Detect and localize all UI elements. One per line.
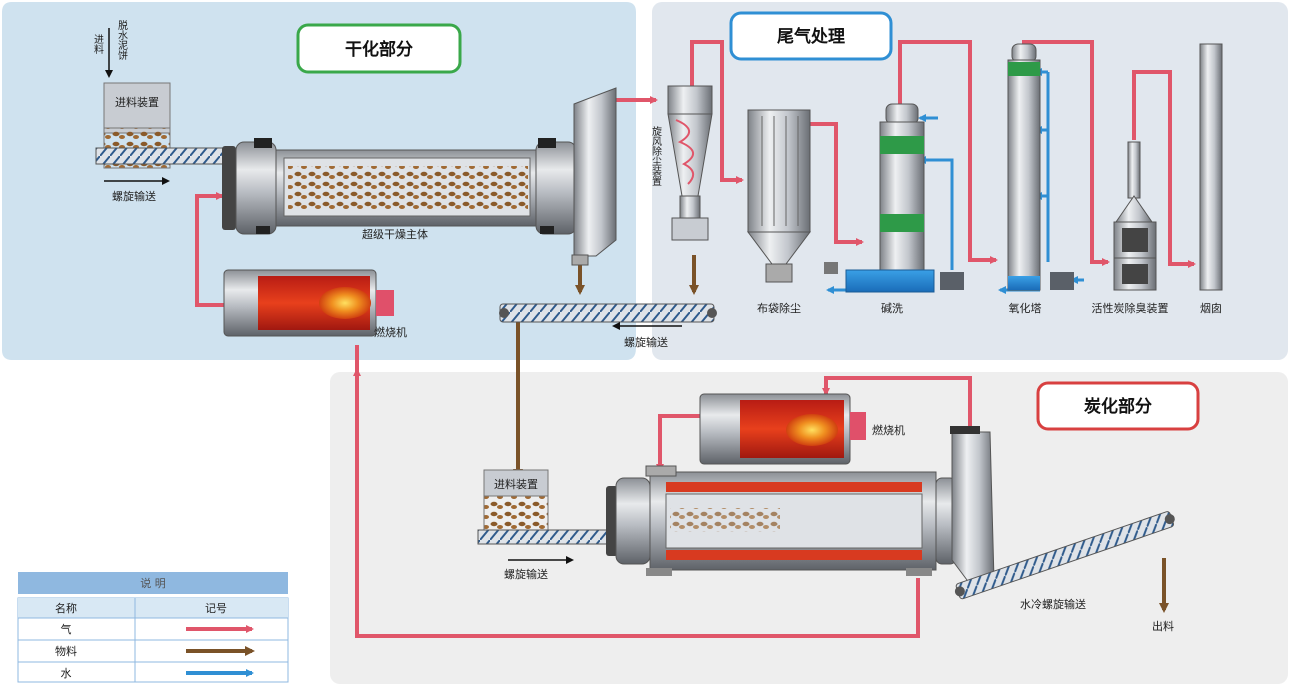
feed-in-label: 进料 xyxy=(92,34,104,55)
burner-top-nozzle xyxy=(376,290,394,316)
alkali-tower-cap xyxy=(885,103,919,125)
cooling-screw-label: 水冷螺旋输送 xyxy=(1020,597,1086,611)
carbonizer-end-left xyxy=(615,477,651,565)
gas-lines xyxy=(195,40,1196,638)
dryer-band-right xyxy=(538,138,556,148)
feeder-top-device xyxy=(103,82,171,134)
oxidation-label: 氧化塔 xyxy=(1009,301,1042,315)
burner-bottom-label: 燃烧机 xyxy=(872,423,905,437)
screw-mid-end-left xyxy=(499,308,509,318)
legend-title: 说 明 xyxy=(140,576,166,590)
dryer-label: 超级干燥主体 xyxy=(362,227,428,241)
screw-mid-conveyor xyxy=(499,303,715,323)
carbon-stack xyxy=(1127,141,1141,199)
screw-bottom-conveyor xyxy=(477,529,609,545)
burner-bottom-flame xyxy=(786,414,838,446)
chimney-body xyxy=(1199,43,1223,291)
screw-top-label: 螺旋输送 xyxy=(112,189,156,203)
legend-col-symbol: 记号 xyxy=(205,602,227,615)
carbonizer-stack-flange xyxy=(950,426,980,434)
carbon-label: 活性炭除臭装置 xyxy=(1092,301,1169,315)
dryer-end-left xyxy=(235,141,277,235)
carbonizer-inlet-stub xyxy=(645,465,677,477)
alkali-label: 碱洗 xyxy=(881,302,903,315)
alkali-packing-bottom xyxy=(880,214,924,232)
oxidation-pump xyxy=(1050,272,1074,290)
dryer-mud xyxy=(288,166,528,210)
alkali-pump xyxy=(940,272,964,290)
legend-col-name: 名称 xyxy=(55,601,77,615)
discharge-label: 出料 xyxy=(1152,619,1174,633)
baghouse-bags xyxy=(761,116,799,226)
oxidation-water xyxy=(1008,276,1040,290)
dryer-end-right xyxy=(535,141,577,235)
screw-top-conveyor xyxy=(95,147,233,165)
burner-bottom-nozzle xyxy=(850,412,866,440)
oxidation-packing xyxy=(1008,62,1040,76)
oxidation-tower-cap xyxy=(1011,43,1037,63)
dryer-discharge-chute xyxy=(571,254,589,266)
carbonizer-foot-left xyxy=(646,568,672,576)
cyclone-swirl xyxy=(675,119,695,185)
screw-mid-label: 螺旋输送 xyxy=(624,335,668,349)
burner-top-flame xyxy=(319,287,371,319)
exhaust-title: 尾气处理 xyxy=(777,26,845,47)
baghouse-label: 布袋除尘 xyxy=(757,301,801,315)
legend-row-name: 物料 xyxy=(55,644,77,658)
feeder-top-label: 进料装置 xyxy=(115,95,159,109)
feeder-bottom-hopper xyxy=(483,495,549,531)
legend: 说 明 名称 记号 气 物料 水 xyxy=(17,572,289,683)
carbonization-title-box xyxy=(1036,381,1200,431)
cyclone-valve xyxy=(671,217,709,241)
cyclone-label: 旋风除尘装置 xyxy=(650,125,662,186)
legend-header xyxy=(18,572,288,594)
cyclone-lower xyxy=(679,195,701,219)
carbonizer-heat-top xyxy=(666,482,922,492)
alkali-water-tank xyxy=(845,269,935,293)
dryer-support-right xyxy=(540,226,554,234)
feeder-bottom-label: 进料装置 xyxy=(494,477,538,491)
carbonizer-heat-bottom xyxy=(666,550,922,560)
cooling-screw-conveyor xyxy=(954,511,1175,600)
exhaust-title-box xyxy=(729,11,893,61)
carbonizer-foot-right xyxy=(906,568,932,576)
screw-mid-end-right xyxy=(707,308,717,318)
dryer-discharge-hood xyxy=(573,87,617,257)
chimney-label: 烟囱 xyxy=(1200,301,1222,315)
screw-bottom-label: 螺旋输送 xyxy=(504,567,548,581)
dryer-flange-left xyxy=(222,146,236,230)
feeder-bottom-device xyxy=(483,469,549,497)
alkali-packing-top xyxy=(880,136,924,154)
alkali-tank-valve xyxy=(824,262,838,274)
carbon-window-upper xyxy=(1122,228,1148,252)
carbonizer-discharge-hood xyxy=(951,431,995,593)
legend-row-name: 气 xyxy=(61,622,72,636)
oxidation-tower-body xyxy=(1007,59,1041,291)
feed-material-label: 脱水泥饼 xyxy=(116,19,128,61)
drying-title-box xyxy=(296,23,462,74)
cyclone-top xyxy=(667,85,713,115)
carbonization-title: 炭化部分 xyxy=(1084,396,1152,417)
baghouse-valve xyxy=(765,263,793,283)
carbon-window-lower xyxy=(1122,264,1148,284)
drying-title: 干化部分 xyxy=(345,39,413,60)
baghouse-body xyxy=(747,109,811,233)
dryer-band-left xyxy=(254,138,272,148)
legend-row-name: 水 xyxy=(61,667,72,680)
carbonizer-material xyxy=(670,508,780,532)
burner-top-label: 燃烧机 xyxy=(374,325,407,339)
carbonizer-flange-left xyxy=(606,486,618,556)
legend-col-header xyxy=(18,598,288,618)
dryer-support-left xyxy=(256,226,270,234)
